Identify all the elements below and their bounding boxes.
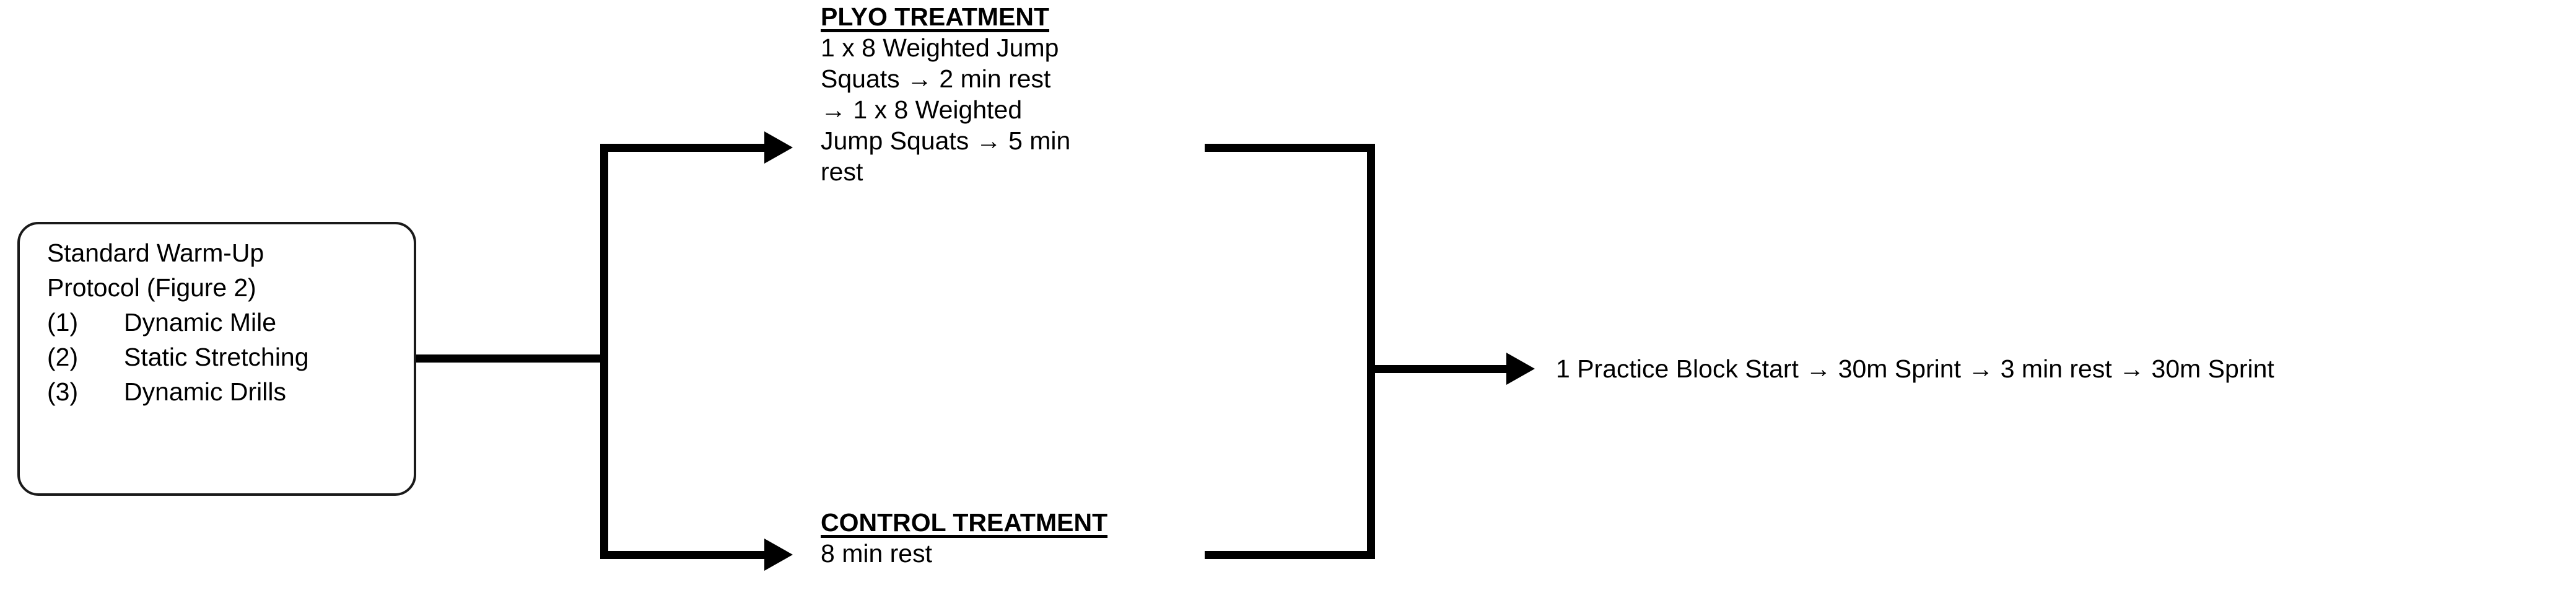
plyo-line: Squats → 2 min rest: [821, 64, 1051, 93]
plyo-treatment-block: PLYO TREATMENT 1 x 8 Weighted Jump Squat…: [821, 1, 1180, 187]
warmup-item-label: Dynamic Drills: [124, 377, 286, 406]
arrowhead-to-plyo: [764, 131, 793, 164]
warmup-title-line-2: Protocol (Figure 2): [47, 273, 256, 302]
connector-split-to-plyo: [600, 144, 764, 152]
arrowhead-to-control: [764, 539, 793, 571]
warmup-item-label: Static Stretching: [124, 343, 309, 371]
warmup-list-item-1: (1) Dynamic Mile: [47, 305, 408, 340]
plyo-line: Jump Squats → 5 min: [821, 126, 1071, 155]
warmup-item-number: (2): [47, 343, 79, 371]
warmup-title-line-1: Standard Warm-Up: [47, 239, 264, 267]
arrowhead-to-outcome: [1506, 353, 1535, 385]
control-line: 8 min rest: [821, 539, 932, 568]
warmup-protocol-content: Standard Warm-Up Protocol (Figure 2) (1)…: [47, 235, 408, 409]
plyo-treatment-body: 1 x 8 Weighted Jump Squats → 2 min rest …: [821, 32, 1180, 187]
control-treatment-body: 8 min rest: [821, 538, 1180, 569]
plyo-line: rest: [821, 157, 863, 186]
plyo-line: → 1 x 8 Weighted: [821, 95, 1023, 124]
warmup-list-item-2: (2) Static Stretching: [47, 340, 408, 374]
plyo-line: 1 x 8 Weighted Jump: [821, 33, 1059, 62]
connector-box-to-split: [416, 354, 608, 363]
warmup-protocol-box: Standard Warm-Up Protocol (Figure 2) (1)…: [17, 222, 416, 496]
warmup-item-number: (1): [47, 308, 79, 337]
warmup-item-label: Dynamic Mile: [124, 308, 277, 337]
warmup-list-item-3: (3) Dynamic Drills: [47, 374, 408, 409]
connector-control-to-merge: [1205, 551, 1375, 559]
plyo-treatment-title: PLYO TREATMENT: [821, 2, 1050, 31]
warmup-item-number: (3): [47, 377, 79, 406]
merge-spine-right: [1367, 144, 1375, 559]
connector-plyo-to-merge: [1205, 144, 1375, 152]
control-treatment-title: CONTROL TREATMENT: [821, 508, 1108, 537]
split-spine-left: [600, 144, 608, 559]
connector-split-to-control: [600, 551, 764, 559]
control-treatment-block: CONTROL TREATMENT 8 min rest: [821, 507, 1180, 569]
connector-merge-to-outcome: [1367, 365, 1506, 373]
outcome-sequence-text: 1 Practice Block Start → 30m Sprint → 3 …: [1556, 354, 2274, 383]
